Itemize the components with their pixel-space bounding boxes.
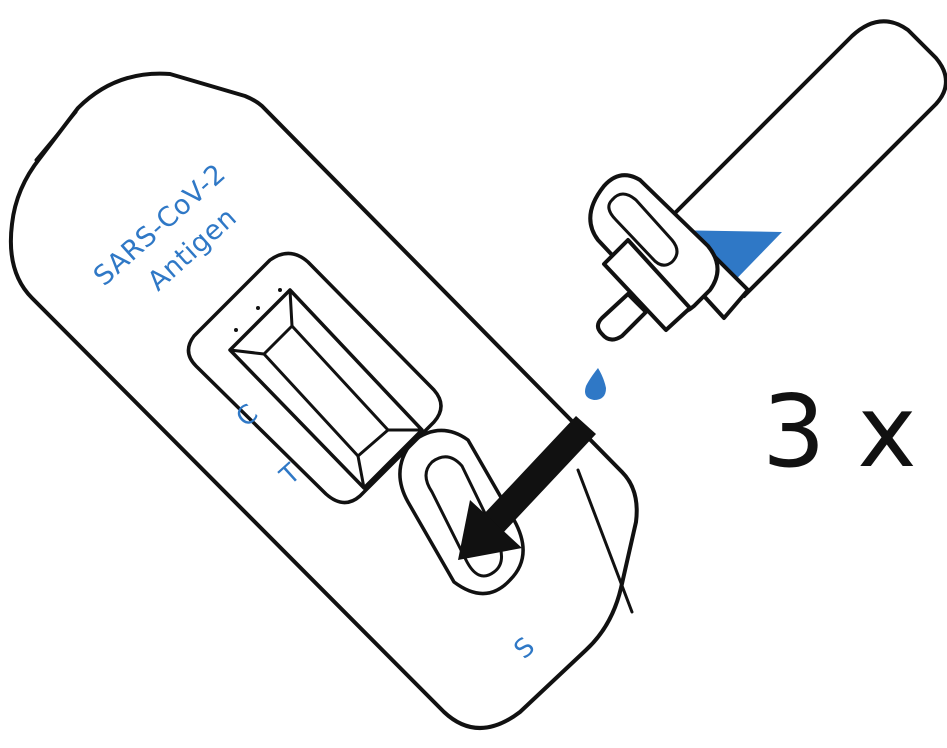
result-window-inner: [262, 324, 390, 458]
cassette-side-edge: [576, 468, 634, 614]
cassette-labels: SARS-CoV-2 Antigen C T S: [88, 158, 541, 665]
dropper-cap: [588, 173, 720, 315]
dropper-tip: [596, 292, 648, 342]
arrow-head: [458, 500, 522, 560]
dropper-cap-inner: [607, 192, 679, 267]
liquid-drop-icon: [585, 368, 606, 400]
tube-body: [658, 19, 947, 298]
window-dot: [256, 306, 260, 310]
test-line-label: T: [274, 458, 307, 492]
window-dot: [278, 288, 282, 292]
test-cassette-icon: [8, 71, 639, 730]
dropper-ring: [602, 238, 692, 332]
result-window-frame: [186, 251, 443, 505]
dropper-tube-icon: [588, 19, 947, 342]
arrow-icon: [458, 416, 596, 560]
cassette-inner-edge: [34, 110, 78, 162]
window-dot: [234, 328, 238, 332]
sample-well-outer: [398, 428, 525, 596]
drop-count: 3 x: [762, 373, 917, 490]
sample-well-inner: [424, 455, 503, 578]
result-window-bevel: [228, 288, 424, 490]
arrow-shaft: [482, 416, 596, 534]
cassette-outline: [8, 71, 639, 730]
sample-well-label: S: [509, 632, 541, 665]
